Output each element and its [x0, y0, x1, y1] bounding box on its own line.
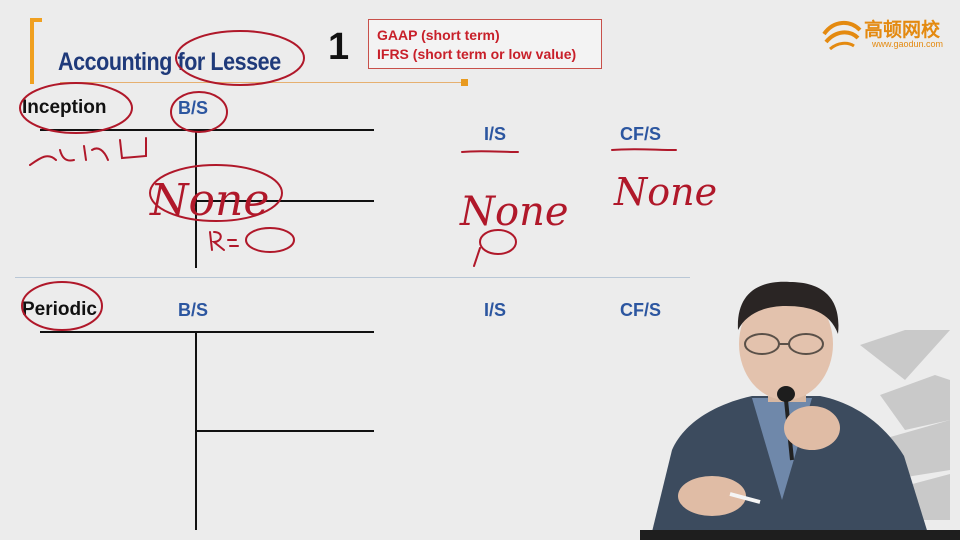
pen-icon	[729, 492, 761, 504]
desk-edge	[640, 530, 960, 540]
note-gaap: GAAP (short term)	[377, 27, 500, 43]
periodic-is-header: I/S	[484, 300, 507, 320]
logo-name: 高顿网校	[864, 20, 941, 41]
microphone-icon	[777, 386, 795, 402]
presenter-hair	[737, 281, 839, 334]
inception-is-header: I/S	[484, 124, 507, 144]
bg-chevron-2	[880, 375, 950, 430]
periodic-bs-header: B/S	[178, 300, 209, 320]
presenter-hand-right	[784, 406, 840, 450]
logo-url: www.gaodun.com	[872, 39, 944, 49]
presenter-hand-left	[678, 476, 746, 516]
section-divider	[15, 277, 690, 278]
periodic-t-account-top	[40, 331, 374, 333]
inception-t-account-split	[196, 200, 374, 202]
bg-chevron-1	[860, 330, 950, 380]
note-ifrs: IFRS (short term or low value)	[377, 46, 577, 62]
inception-cf-header: CF/S	[620, 124, 662, 144]
gaodun-logo-icon	[822, 21, 862, 51]
slide-number: 1	[328, 26, 350, 68]
title-bracket	[30, 18, 42, 84]
periodic-t-account-split	[196, 430, 374, 432]
periodic-cf-header: CF/S	[620, 300, 662, 320]
standards-note-box: GAAP (short term) IFRS (short term or lo…	[368, 19, 602, 69]
title-dot	[461, 79, 468, 86]
